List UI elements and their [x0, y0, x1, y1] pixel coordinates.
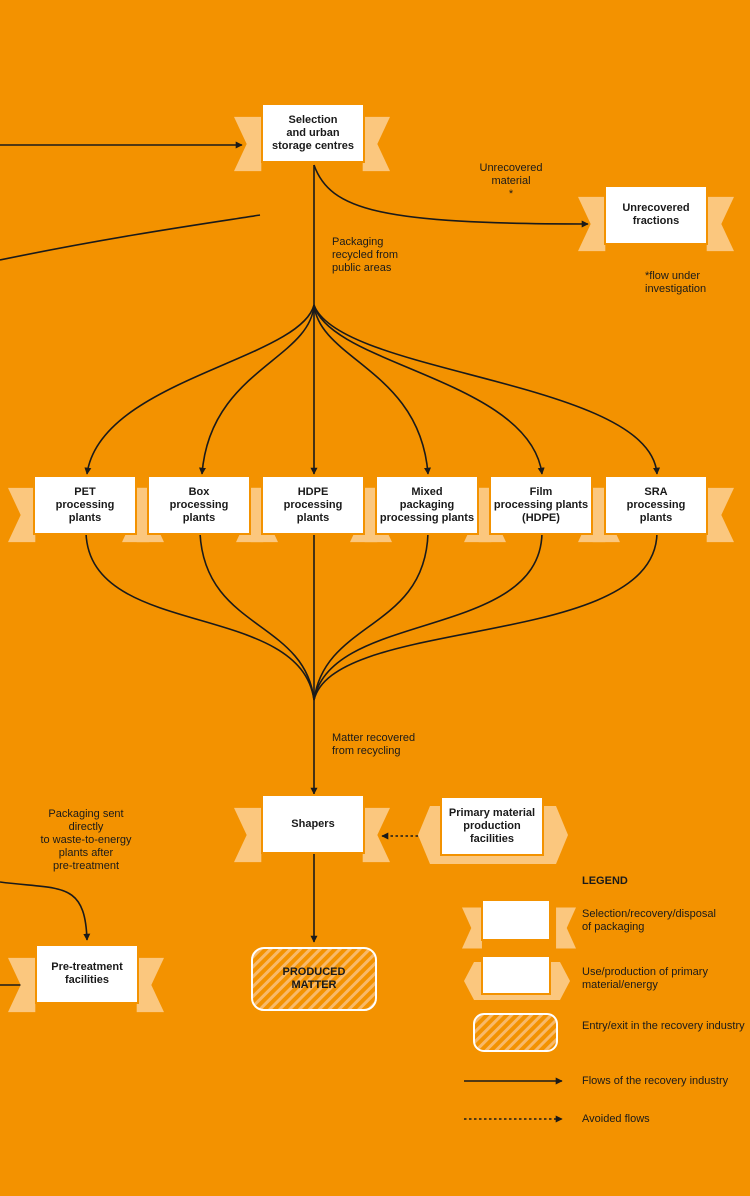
- hdpe-plants-label: HDPE processing plants: [283, 485, 343, 524]
- flow-to-pretreatment: [0, 881, 91, 941]
- shapers-node: [234, 794, 390, 863]
- legend-title: LEGEND: [582, 875, 628, 887]
- film-plants-label: Film processing plants (HDPE): [493, 485, 589, 524]
- primary-material-node: [418, 796, 568, 864]
- flow-box-to-merge: [199, 532, 315, 701]
- legend-label-flows: Flows of the recovery industry: [582, 1075, 729, 1087]
- flow-lines: [0, 141, 661, 986]
- unrecovered-fractions-node: [578, 185, 734, 252]
- legend-label-entry-exit: Entry/exit in the recovery industry: [582, 1020, 745, 1032]
- pet-plants-label: PET processing plants: [55, 485, 115, 524]
- flow-to-pet: [84, 304, 315, 475]
- unrecovered-fractions-label: Unrecovered fractions: [622, 202, 690, 227]
- flow-to-mixed: [313, 304, 432, 475]
- pretreatment-label: Pre-treatment facilities: [51, 961, 123, 986]
- flow-to-sra: [313, 304, 661, 475]
- legend-symbols: [462, 899, 576, 1123]
- produced-matter-label: PRODUCED MATTER: [282, 966, 346, 991]
- sra-plants-label: SRA processing plants: [626, 485, 686, 524]
- legend-arrow-box-symbol: [464, 955, 570, 1000]
- processing-plants-row: [8, 475, 734, 543]
- flow-film-to-merge: [313, 532, 543, 701]
- selection-centres-label: Selection and urban storage centres: [272, 113, 354, 152]
- flow-under-investigation-note: *flow under investigation: [645, 270, 707, 295]
- produced-matter-node: [251, 947, 377, 1011]
- mixed-plants-label: Mixed packaging processing plants: [379, 485, 475, 524]
- legend-hatched-box-symbol: [473, 1013, 558, 1052]
- matter-recovered-note: Matter recovered from recycling: [332, 732, 416, 757]
- flow-pet-to-merge: [85, 532, 315, 701]
- primary-material-label: Primary material production facilities: [448, 806, 536, 845]
- flow-mixed-to-merge: [313, 532, 429, 701]
- packaging-public-areas-note: Packaging recycled from public areas: [332, 236, 399, 274]
- pretreatment-node: [8, 944, 164, 1013]
- legend-label-avoided: Avoided flows: [582, 1113, 650, 1125]
- flow-selection-to-unrecovered: [313, 164, 589, 228]
- legend-ribbon-box-symbol: [462, 899, 576, 949]
- selection-centres-node: [234, 103, 390, 172]
- incoming-flow-left-curve: [0, 214, 261, 261]
- shapers-label: Shapers: [291, 817, 335, 830]
- flow-to-film: [313, 304, 545, 475]
- flow-to-box: [198, 304, 315, 475]
- box-plants-label: Box processing plants: [169, 485, 229, 524]
- packaging-sent-note: Packaging sent directly to waste-to-ener…: [40, 808, 132, 872]
- legend-label-primary: Use/production of primary material/energ…: [582, 966, 708, 991]
- flow-sra-to-merge: [313, 532, 658, 701]
- legend-label-selection: Selection/recovery/disposal of packaging: [582, 908, 716, 933]
- unrecovered-material-note: Unrecovered material *: [479, 162, 543, 200]
